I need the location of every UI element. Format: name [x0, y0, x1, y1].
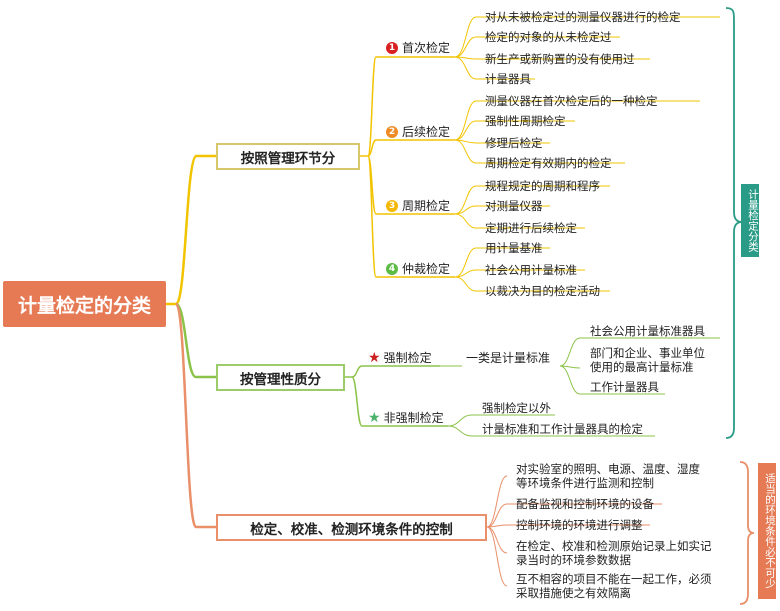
group-mandatory-verification[interactable]: ★ 强制检定 — [368, 351, 432, 365]
leaf-item[interactable]: 计量标准和工作计量器具的检定 — [482, 422, 643, 436]
leaf-item[interactable]: 强制检定以外 — [482, 401, 551, 415]
group-first-verification[interactable]: 1 首次检定 — [386, 41, 450, 55]
number-1-icon: 1 — [386, 42, 398, 54]
leaf-item[interactable]: 社会公用计量标准器具 — [590, 324, 705, 338]
group-arbitration-verification[interactable]: 4 仲裁检定 — [386, 262, 450, 276]
group-periodic-verification[interactable]: 3 周期检定 — [386, 199, 450, 213]
category-management-stage[interactable]: 按照管理环节分 — [216, 143, 360, 170]
group-label: 仲裁检定 — [402, 262, 451, 276]
leaf-item[interactable]: 以裁决为目的检定活动 — [485, 284, 600, 298]
leaf-item[interactable]: 工作计量器具 — [590, 380, 659, 394]
number-2-icon: 2 — [386, 126, 398, 138]
number-4-icon: 4 — [386, 263, 398, 275]
leaf-item[interactable]: 控制环境的环境进行调整 — [516, 518, 643, 532]
leaf-item[interactable]: 互不相容的项目不能在一起工作，必须 采取措施使之有效隔离 — [516, 572, 712, 600]
root-topic[interactable]: 计量检定的分类 — [3, 281, 166, 327]
summary-tag-classification[interactable]: 计量检定分类 — [741, 184, 759, 257]
leaf-item[interactable]: 对测量仪器 — [485, 199, 543, 213]
category-environment-control[interactable]: 检定、校准、检测环境条件的控制 — [216, 514, 487, 541]
leaf-item[interactable]: 计量器具 — [485, 72, 531, 86]
group-label: 非强制检定 — [383, 411, 444, 425]
leaf-item[interactable]: 测量仪器在首次检定后的一种检定 — [485, 94, 658, 108]
leaf-item[interactable]: 对实验室的照明、电源、温度、湿度 等环境条件进行监测和控制 — [516, 462, 700, 490]
leaf-item[interactable]: 配备监视和控制环境的设备 — [516, 497, 654, 511]
leaf-item[interactable]: 社会公用计量标准 — [485, 263, 577, 277]
group-label: 一类是计量标准 — [466, 351, 551, 365]
star-icon: ★ — [368, 350, 381, 366]
group-measurement-standard[interactable]: 一类是计量标准 — [466, 351, 550, 365]
group-label: 强制检定 — [383, 351, 432, 365]
group-subsequent-verification[interactable]: 2 后续检定 — [386, 125, 450, 139]
summary-tag-environment[interactable]: 适当的环境条件必不可少 — [758, 463, 776, 599]
leaf-item[interactable]: 用计量基准 — [485, 241, 543, 255]
leaf-item[interactable]: 新生产或新购置的没有使用过 — [485, 52, 635, 66]
number-3-icon: 3 — [386, 200, 398, 212]
group-non-mandatory-verification[interactable]: ★ 非强制检定 — [368, 411, 444, 425]
leaf-item[interactable]: 部门和企业、事业单位 使用的最高计量标准 — [590, 346, 705, 374]
category-management-nature[interactable]: 按管理性质分 — [216, 364, 345, 391]
leaf-item[interactable]: 对从未被检定过的测量仪器进行的检定 — [485, 10, 681, 24]
leaf-item[interactable]: 修理后检定 — [485, 136, 543, 150]
star-icon: ★ — [368, 410, 381, 426]
leaf-item[interactable]: 规程规定的周期和程序 — [485, 179, 600, 193]
group-label: 首次检定 — [402, 41, 451, 55]
leaf-item[interactable]: 定期进行后续检定 — [485, 221, 577, 235]
leaf-item[interactable]: 在检定、校准和检测原始记录上如实记 录当时的环境参数数据 — [516, 539, 712, 567]
leaf-item[interactable]: 检定的对象的从未检定过 — [485, 30, 612, 44]
group-label: 周期检定 — [402, 199, 451, 213]
leaf-item[interactable]: 强制性周期检定 — [485, 114, 566, 128]
group-label: 后续检定 — [402, 125, 451, 139]
leaf-item[interactable]: 周期检定有效期内的检定 — [485, 156, 612, 170]
